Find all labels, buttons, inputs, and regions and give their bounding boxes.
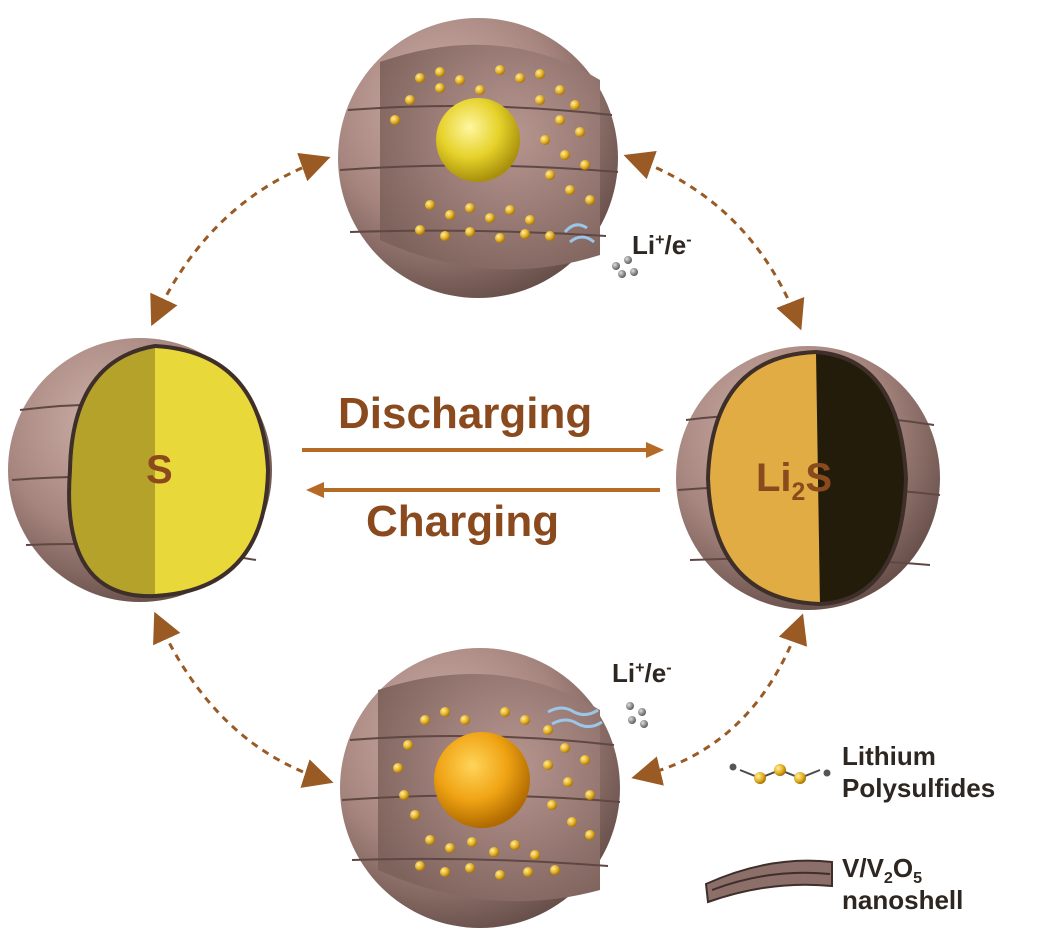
legend-polysulfide-symbol xyxy=(729,763,831,784)
cycle-arrows xyxy=(150,150,808,788)
li2s-cut-face-light xyxy=(708,352,820,604)
sulfur-sphere xyxy=(8,338,272,602)
discharging-label: Discharging xyxy=(338,389,593,438)
arrow-left-top xyxy=(150,152,331,327)
top-polysulfide-chains xyxy=(390,65,595,243)
bottom-li-ions xyxy=(626,702,648,728)
bottom-polysulfide-sphere xyxy=(340,648,648,928)
legend-polysulfide-label: Lithium Polysulfides xyxy=(842,741,996,803)
arrow-right-bottom xyxy=(631,613,808,786)
legend-nanoshell-label: V/V2O5 nanoshell xyxy=(842,853,964,915)
li2s-label: Li2S xyxy=(756,456,833,506)
top-li-ion-label: Li+/e- xyxy=(632,230,692,260)
sulfur-cut-face-dark xyxy=(69,346,155,597)
arrow-left-bottom xyxy=(153,611,334,788)
li2s-cut-face-dark xyxy=(816,352,906,604)
arrow-top-right xyxy=(623,150,805,331)
li2s-sphere xyxy=(676,346,941,610)
top-polysulfide-sphere xyxy=(338,18,638,298)
charging-label: Charging xyxy=(366,497,560,546)
sulfur-cut-face-light xyxy=(155,346,268,596)
top-sulfur-core xyxy=(436,98,520,182)
top-li-ions xyxy=(612,256,638,278)
bottom-li-ion-label: Li+/e- xyxy=(612,658,672,688)
legend-nanoshell-symbol xyxy=(704,859,833,904)
sulfur-label: S xyxy=(146,448,173,492)
bottom-li2s-core xyxy=(434,732,530,828)
bottom-polysulfide-chains xyxy=(393,707,595,880)
reaction-arrows xyxy=(302,442,664,498)
